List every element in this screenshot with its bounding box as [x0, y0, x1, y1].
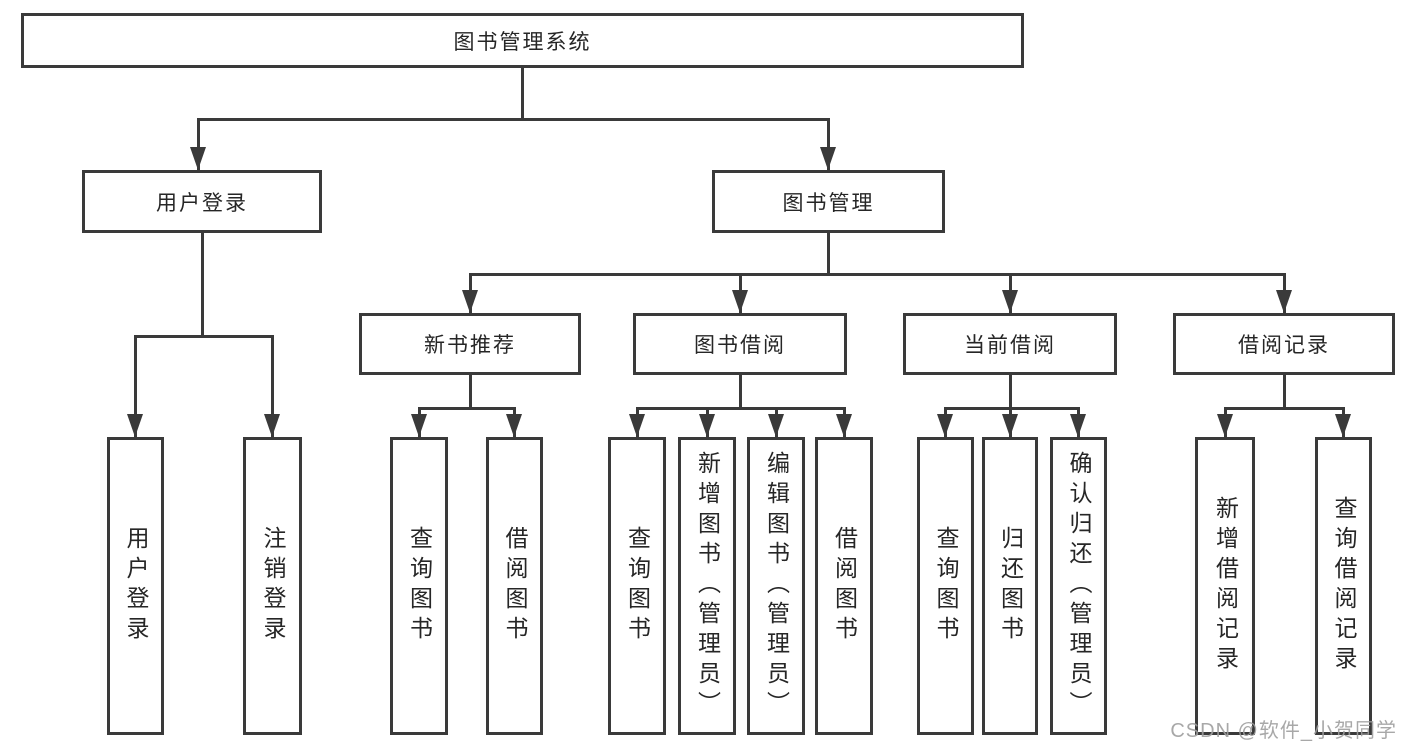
node-label: 图书管理 [782, 191, 875, 215]
node-new-book-recommend: 新书推荐 [359, 313, 581, 375]
leaf-return-books: 归还图书 [982, 437, 1038, 735]
node-label: 查询借阅记录 [1331, 496, 1357, 676]
arrowhead-down-icon [190, 147, 206, 170]
node-label: 编辑图书（管理员） [763, 451, 790, 721]
connector-line [1009, 375, 1012, 407]
connector-line [197, 118, 830, 121]
node-label: 查询图书 [933, 526, 959, 646]
node-book-management: 图书管理 [712, 170, 945, 233]
node-label: 借阅记录 [1238, 334, 1330, 357]
arrowhead-down-icon [820, 147, 836, 170]
node-label: 用户登录 [123, 526, 149, 646]
arrowhead-down-icon [506, 414, 522, 437]
connector-line [134, 335, 274, 338]
connector-line [469, 273, 1286, 276]
arrowhead-down-icon [629, 414, 645, 437]
node-label: 查询图书 [624, 526, 651, 646]
node-label: 新书推荐 [424, 334, 516, 357]
node-label: 借阅图书 [831, 526, 858, 646]
arrowhead-down-icon [836, 414, 852, 437]
node-label: 归还图书 [997, 526, 1024, 646]
connector-line [1224, 407, 1345, 410]
node-book-borrow: 图书借阅 [633, 313, 847, 375]
leaf-query-books-recommend: 查询图书 [390, 437, 448, 735]
leaf-add-borrow-record: 新增借阅记录 [1195, 437, 1255, 735]
arrowhead-down-icon [1002, 290, 1018, 313]
connector-line [521, 68, 524, 118]
node-label: 新增借阅记录 [1212, 496, 1239, 676]
arrowhead-down-icon [1335, 414, 1351, 437]
arrowhead-down-icon [1070, 414, 1086, 437]
connector-line [827, 233, 830, 273]
leaf-borrow-books-recommend: 借阅图书 [486, 437, 543, 735]
node-root-library-management-system: 图书管理系统 [21, 13, 1024, 68]
leaf-logout: 注销登录 [243, 437, 302, 735]
node-label: 图书借阅 [694, 334, 786, 357]
connector-line [739, 375, 742, 407]
arrowhead-down-icon [264, 414, 280, 437]
leaf-add-books-admin: 新增图书（管理员） [678, 437, 736, 735]
leaf-borrow-books: 借阅图书 [815, 437, 873, 735]
arrowhead-down-icon [1217, 414, 1233, 437]
arrowhead-down-icon [127, 414, 143, 437]
connector-line [944, 407, 1080, 410]
node-label: 新增图书（管理员） [694, 451, 721, 721]
arrowhead-down-icon [411, 414, 427, 437]
leaf-user-login: 用户登录 [107, 437, 164, 735]
connector-line [469, 375, 472, 407]
arrowhead-down-icon [1276, 290, 1292, 313]
node-label: 注销登录 [260, 526, 286, 646]
leaf-query-borrow-record: 查询借阅记录 [1315, 437, 1372, 735]
arrowhead-down-icon [937, 414, 953, 437]
arrowhead-down-icon [768, 414, 784, 437]
csdn-watermark: CSDN @软件_小贺同学 [1170, 720, 1397, 742]
connector-line [201, 233, 204, 335]
node-label: 确认归还（管理员） [1066, 451, 1092, 721]
connector-line [134, 335, 137, 437]
node-current-borrow: 当前借阅 [903, 313, 1117, 375]
arrowhead-down-icon [462, 290, 478, 313]
leaf-query-books-current: 查询图书 [917, 437, 974, 735]
connector-line [418, 407, 516, 410]
node-label: 借阅图书 [502, 526, 528, 646]
connector-line [271, 335, 274, 437]
connector-line [827, 118, 830, 170]
node-borrow-records: 借阅记录 [1173, 313, 1395, 375]
node-user-login: 用户登录 [82, 170, 322, 233]
connector-line [1283, 375, 1286, 407]
node-label: 用户登录 [156, 191, 248, 215]
leaf-edit-books-admin: 编辑图书（管理员） [747, 437, 805, 735]
arrowhead-down-icon [1002, 414, 1018, 437]
arrowhead-down-icon [699, 414, 715, 437]
arrowhead-down-icon [732, 290, 748, 313]
node-label: 图书管理系统 [453, 30, 592, 54]
leaf-query-books-borrow: 查询图书 [608, 437, 666, 735]
node-label: 当前借阅 [964, 334, 1056, 357]
connector-line [636, 407, 846, 410]
node-label: 查询图书 [406, 526, 433, 646]
leaf-confirm-return-admin: 确认归还（管理员） [1050, 437, 1107, 735]
connector-line [197, 118, 200, 170]
